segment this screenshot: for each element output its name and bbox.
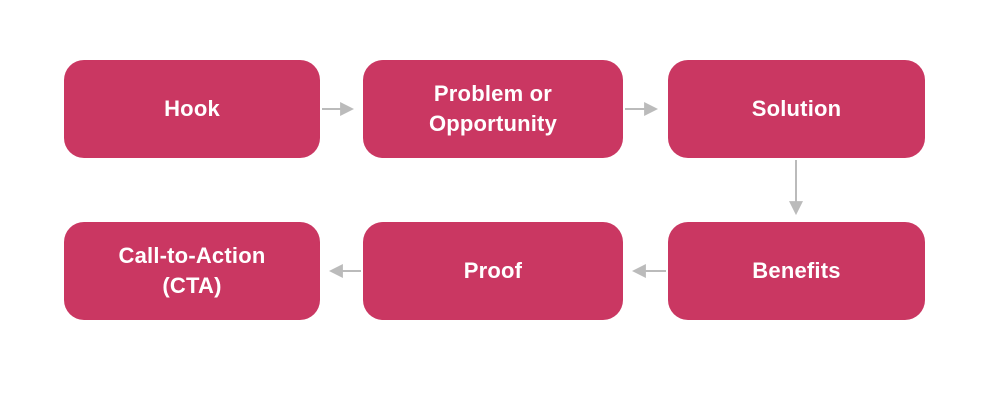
node-proof-label: Proof (463, 258, 523, 284)
node-solution-label: Solution (751, 96, 842, 122)
node-problem-or-opportunity-label: Problem or Opportunity (428, 81, 558, 136)
node-benefits-label: Benefits (752, 258, 841, 284)
node-call-to-action-label: Call-to-Action (CTA) (118, 243, 266, 298)
node-hook: Hook (64, 60, 320, 158)
node-benefits: Benefits (668, 222, 925, 320)
node-hook-label: Hook (164, 96, 220, 122)
node-call-to-action: Call-to-Action (CTA) (64, 222, 320, 320)
node-proof: Proof (363, 222, 623, 320)
node-solution: Solution (668, 60, 925, 158)
node-problem-or-opportunity: Problem or Opportunity (363, 60, 623, 158)
